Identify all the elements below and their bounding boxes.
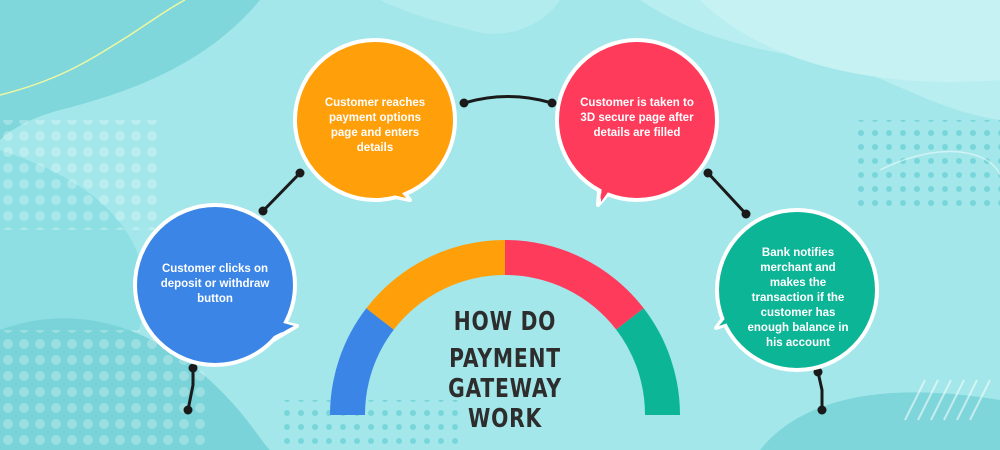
decorative-line [879,150,1000,176]
bubble-step-3 [555,38,719,207]
bubble-step-4 [714,208,879,372]
connector-blue-tail [183,363,198,415]
dot-pattern [280,400,460,450]
decorative-line [0,0,186,96]
dot-pattern [0,120,160,230]
background-blob [760,392,1000,450]
dot-pattern [850,120,1000,210]
connector-teal-tail [813,367,827,415]
title-line-2: PAYMENT GATEWAY WORK [448,344,562,434]
bubble-step-1 [133,203,299,367]
arc-segment-blue [330,308,394,415]
step-2-text: Customer reaches payment options page an… [324,97,426,154]
connector-orange-red [459,95,557,108]
bubble-step-2 [293,38,457,202]
connector-blue-orange [258,168,305,216]
background-blob [0,0,260,140]
step-1-text: Customer clicks on deposit or withdraw b… [160,263,270,305]
arc-segment-red [505,240,644,330]
decorative-stripes [904,379,991,421]
arc-segment-teal [616,308,680,415]
arc-segment-orange [366,240,505,330]
connector-red-teal [703,168,751,219]
title-line-1: HOW DO [453,307,557,337]
step-3-text: Customer is taken to 3D secure page afte… [580,97,694,139]
background-blob [700,0,1000,82]
background-blob [380,0,560,34]
step-4-text: Bank notifies merchant and makes the tra… [747,247,849,349]
